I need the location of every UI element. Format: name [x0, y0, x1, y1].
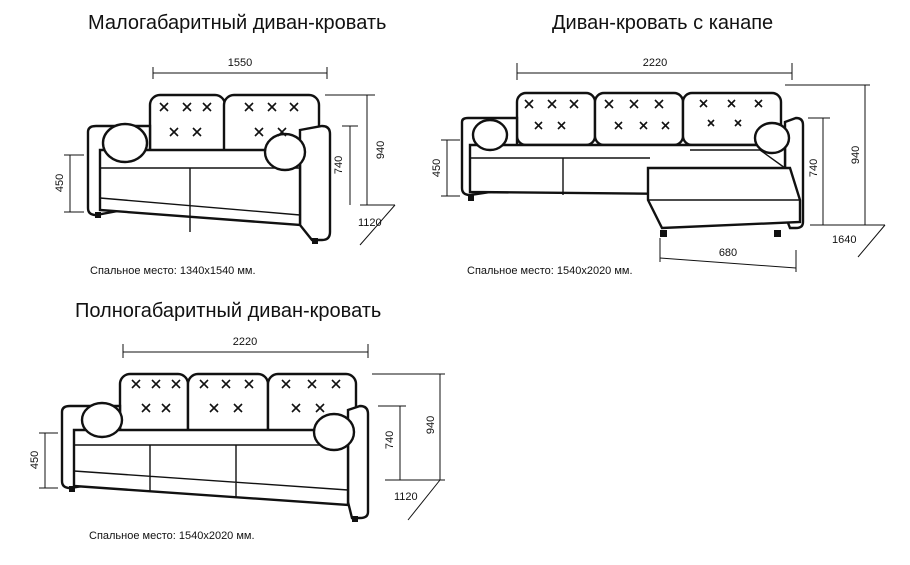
sofa-canape-title: Диван-кровать с канапе [552, 12, 774, 34]
sofa-full-width-label: 2220 [233, 336, 257, 348]
sofa-full-depth-label: 1120 [394, 491, 418, 503]
sofa-small-sleep-area: Спальное место: 1340х1540 мм. [90, 265, 256, 277]
sofa-small-width-label: 1550 [228, 57, 252, 69]
sofa-canape-width-label: 2220 [643, 57, 667, 69]
sofa-canape-depth-label: 1640 [832, 234, 856, 246]
sofa-canape-sleep-area: Спальное место: 1540х2020 мм. [467, 265, 633, 277]
sofa-full-drawing [60, 372, 370, 522]
sofa-full-seat-height-label: 740 [384, 431, 396, 449]
sofa-canape-chaise-width-label: 680 [719, 247, 737, 259]
sofa-small-side-height-label: 450 [54, 174, 66, 192]
sofa-canape-seat-height-label: 740 [808, 159, 820, 177]
sofa-full-dimensions: 2220 940 740 1120 450 [29, 336, 445, 521]
sofa-full-sleep-area: Спальное место: 1540х2020 мм. [89, 530, 255, 542]
sofa-small-seat-height-label: 740 [333, 156, 345, 174]
sofa-small-title: Малогабаритный диван-кровать [88, 12, 387, 34]
sofa-canape-drawing [460, 91, 805, 237]
sofa-full-height-label: 940 [425, 416, 437, 434]
sofa-small-drawing [86, 93, 332, 244]
sofa-small-depth-label: 1120 [358, 217, 382, 229]
sofa-canape-side-height-label: 450 [431, 159, 443, 177]
sofa-canape-height-label: 940 [850, 146, 862, 164]
sofa-full-side-height-label: 450 [29, 451, 41, 469]
sofa-canape-dimensions: 2220 940 740 1640 680 450 [431, 57, 886, 272]
sofa-full-title: Полногабаритный диван-кровать [75, 300, 382, 322]
sofa-small-dimensions: 1550 940 740 1120 450 [54, 57, 396, 246]
sofa-small-height-label: 940 [375, 141, 387, 159]
